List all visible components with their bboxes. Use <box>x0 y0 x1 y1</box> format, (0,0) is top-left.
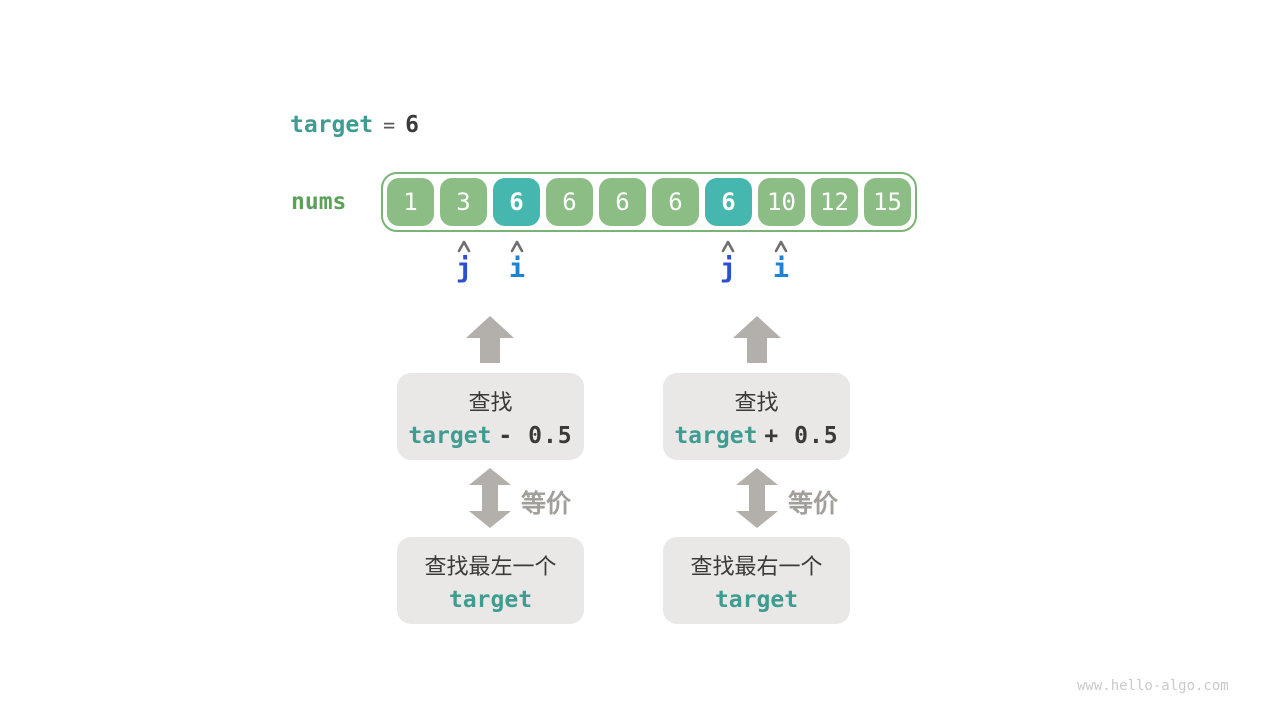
array-cell-highlighted: 6 <box>705 178 752 226</box>
result-label: 查找最左一个 <box>424 554 557 580</box>
array-cell: 15 <box>864 178 911 226</box>
result-label: 查找最右一个 <box>690 554 823 580</box>
result-target: target <box>449 587 532 613</box>
equivalence-label-right: 等价 <box>788 489 839 518</box>
result-box-rightmost: 查找最右一个 target <box>663 537 850 624</box>
array-cell: 10 <box>758 178 805 226</box>
result-box-leftmost: 查找最左一个 target <box>397 537 584 624</box>
target-value: 6 <box>405 112 419 138</box>
arrow-up-icon <box>466 316 514 363</box>
pointer-label: i <box>772 253 790 284</box>
search-expression: target- 0.5 <box>408 423 572 449</box>
search-expression: target+ 0.5 <box>674 423 838 449</box>
array-cell: 6 <box>599 178 646 226</box>
caret-up-icon <box>773 240 789 253</box>
pointer-i-right: i <box>765 240 797 296</box>
pointer-label: j <box>455 253 473 284</box>
pointer-label: i <box>508 253 526 284</box>
array-cell: 6 <box>546 178 593 226</box>
caret-up-icon <box>720 240 736 253</box>
expression-target: target <box>408 422 492 449</box>
nums-label: nums <box>291 189 347 215</box>
search-step-box-right: 查找 target+ 0.5 <box>663 373 850 460</box>
array-cell-highlighted: 6 <box>493 178 540 226</box>
pointer-i-left: i <box>501 240 533 296</box>
arrow-up-icon <box>733 316 781 363</box>
expression-offset: + 0.5 <box>764 422 839 449</box>
equals-sign: = <box>383 113 396 137</box>
array-cell: 1 <box>387 178 434 226</box>
result-target: target <box>715 587 798 613</box>
expression-target: target <box>674 422 758 449</box>
pointer-label: j <box>719 253 737 284</box>
pointer-j-left: j <box>448 240 480 296</box>
pointer-j-right: j <box>712 240 744 296</box>
nums-array: 1 3 6 6 6 6 6 10 12 15 <box>381 172 917 232</box>
target-variable: target <box>290 112 374 138</box>
arrow-double-vertical-icon <box>736 468 778 528</box>
caret-up-icon <box>509 240 525 253</box>
search-label: 查找 <box>468 390 513 416</box>
arrow-double-vertical-icon <box>469 468 511 528</box>
watermark: www.hello-algo.com <box>1077 678 1229 694</box>
equivalence-label-left: 等价 <box>521 489 572 518</box>
array-cell: 6 <box>652 178 699 226</box>
search-label: 查找 <box>734 390 779 416</box>
expression-target: target <box>448 586 533 613</box>
array-cell: 12 <box>811 178 858 226</box>
target-assignment: target = 6 <box>290 112 419 138</box>
expression-offset: - 0.5 <box>498 422 573 449</box>
expression-target: target <box>714 586 799 613</box>
search-step-box-left: 查找 target- 0.5 <box>397 373 584 460</box>
array-cell: 3 <box>440 178 487 226</box>
caret-up-icon <box>456 240 472 253</box>
